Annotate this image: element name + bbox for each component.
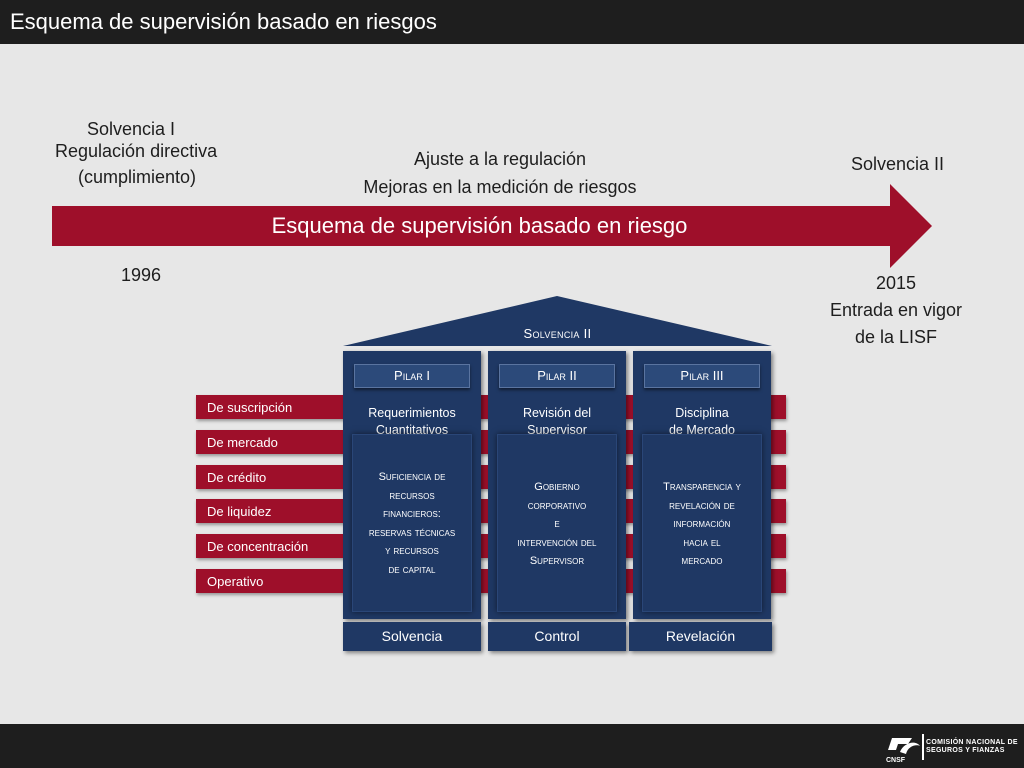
mejoras-label: Mejoras en la medición de riesgos (363, 177, 637, 197)
arrow-label: Esquema de supervisión basado en riesgo (271, 213, 688, 238)
end-year-label: 2015 (875, 273, 917, 293)
pilar-3-subtitle: Disciplina de Mercado (668, 406, 735, 437)
pilar-3-base: Revelación (629, 622, 772, 651)
pilar-1-content-box (352, 434, 472, 612)
start-year-label: 1996 (121, 265, 162, 285)
pilar-3-content-box (642, 434, 762, 612)
svg-text:CNSF: CNSF (886, 757, 906, 764)
lisf-label: de la LISF (854, 327, 938, 347)
pilar-2-content: Gobierno corporativo e intervención del … (517, 481, 597, 567)
pilar-1-header: Pilar I (354, 364, 470, 388)
risk-label: De suscripción (207, 400, 293, 415)
cnsf-logo-icon: CNSF (886, 734, 924, 764)
pilar-2-subtitle: Revisión del Supervisor (522, 406, 592, 437)
regulacion-directiva-label: Regulación directiva (55, 141, 218, 161)
risk-label: De concentración (207, 539, 309, 554)
risk-label: De liquidez (207, 504, 272, 519)
risk-label: Operativo (207, 574, 264, 589)
pilar-1-content: Suficiencia de recursos financieros: res… (368, 471, 456, 576)
house-roof (343, 296, 772, 346)
cumplimiento-label: (cumplimiento) (78, 167, 197, 187)
footer-bar (0, 724, 1024, 768)
ajuste-label: Ajuste a la regulación (413, 149, 587, 169)
pilar-3-header: Pilar III (644, 364, 760, 388)
solvencia-ii-label: Solvencia II (851, 154, 945, 174)
entrada-en-vigor-label: Entrada en vigor (829, 300, 963, 320)
pilar-2-content-box (497, 434, 617, 612)
risk-label: De crédito (207, 470, 267, 485)
page-title: Esquema de supervisión basado en riesgos (10, 9, 437, 34)
timeline-arrow (52, 184, 932, 268)
pilar-1-base: Solvencia (343, 622, 481, 651)
pilar-1-subtitle: Requerimientos Cuantitativos (368, 406, 456, 437)
pilar-2-base: Control (488, 622, 626, 651)
risk-label: De mercado (207, 435, 278, 450)
title-bar: Esquema de supervisión basado en riesgos (0, 0, 1024, 44)
pilar-3-content: Transparencia y revelación de informació… (663, 481, 741, 567)
solvencia-i-label: Solvencia I (87, 119, 176, 139)
roof-label: Solvencia II (523, 326, 592, 341)
pilar-2-header: Pilar II (499, 364, 615, 388)
